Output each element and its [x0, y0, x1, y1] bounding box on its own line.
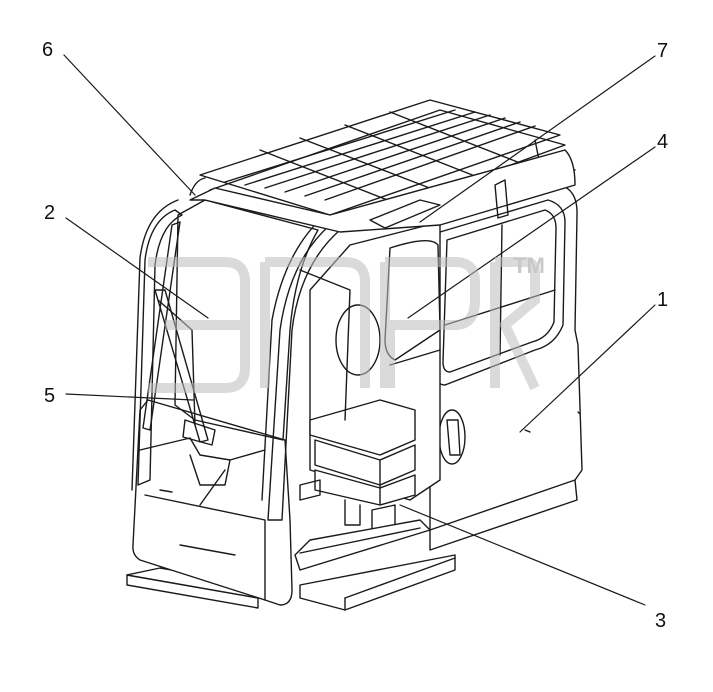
callout-2: 2 [44, 202, 55, 224]
callout-6: 6 [42, 39, 53, 61]
callout-1: 1 [657, 289, 668, 311]
leader-line-4 [407, 146, 656, 319]
watermark [148, 257, 540, 393]
wiper-blade [142, 221, 181, 431]
watermark-letter-3 [380, 257, 480, 388]
watermark-letter-4 [490, 257, 540, 391]
front-pillar-left [131, 199, 183, 491]
roof-fitting [369, 179, 509, 229]
cab-roof [189, 149, 576, 233]
seat-console [299, 399, 416, 531]
leader-lines [63, 54, 656, 606]
watermark-letter-2 [260, 257, 370, 388]
trademark-text: TM [513, 253, 545, 278]
base-plate [126, 554, 456, 611]
leader-line-1 [519, 304, 656, 433]
front-body [132, 399, 293, 606]
callout-3: 3 [655, 610, 666, 632]
watermark-letter-1 [148, 257, 250, 393]
leader-line-3 [399, 504, 646, 606]
cab-side-panel [429, 184, 583, 551]
cab-floor [294, 519, 431, 571]
callout-4: 4 [657, 131, 668, 153]
leader-line-6 [63, 54, 196, 196]
callout-7: 7 [657, 40, 668, 62]
roof-guard [189, 99, 576, 229]
callout-5: 5 [44, 385, 55, 407]
front-windshield [174, 199, 319, 441]
leader-line-5 [65, 393, 194, 401]
leader-line-2 [65, 217, 209, 319]
leader-line-7 [419, 55, 656, 223]
